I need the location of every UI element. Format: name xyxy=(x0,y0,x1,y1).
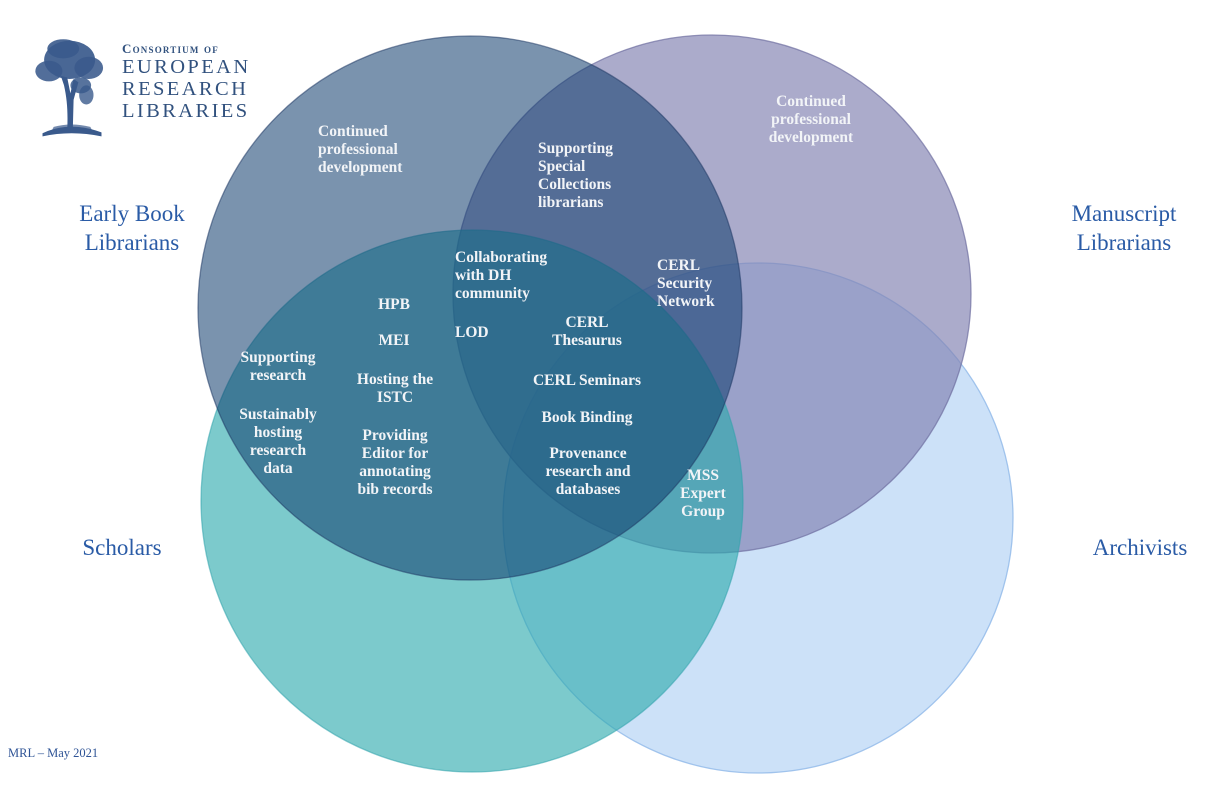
logo-research: Research xyxy=(122,78,249,100)
venn-label-lod: LOD xyxy=(455,324,489,341)
circle-early-book-librarians xyxy=(197,35,743,581)
set-label-scholars: Scholars xyxy=(82,535,162,560)
venn-label-provenance-research-and-databases: Provenance research and databases xyxy=(545,445,631,499)
set-label-early-book-librarians: Early Book Librarians xyxy=(79,201,185,255)
venn-label-cerl-seminars: CERL Seminars xyxy=(532,372,642,389)
venn-label-cerl-security-network: CERL Security Network xyxy=(657,257,715,311)
venn-label-cerl-thesaurus: CERL Thesaurus xyxy=(552,314,622,350)
venn-label-book-binding: Book Binding xyxy=(541,409,633,426)
venn-label-hpb: HPB xyxy=(378,296,410,313)
venn-label-tl-continued-professional-development: Continued professional development xyxy=(318,123,403,177)
logo-consortium-of: Consortium of xyxy=(122,41,219,56)
venn-label-mss-expert-group: MSS Expert Group xyxy=(680,467,726,521)
set-label-archivists: Archivists xyxy=(1092,535,1188,560)
cerl-logo: Consortium of European Research Librarie… xyxy=(28,36,258,140)
venn-label-providing-editor-annotating-bib-records: Providing Editor for annotating bib reco… xyxy=(357,427,433,499)
venn-label-mei: MEI xyxy=(378,332,410,349)
cerl-logo-text: Consortium of European Research Librarie… xyxy=(122,36,251,123)
logo-european: European xyxy=(122,56,251,78)
logo-libraries: Libraries xyxy=(122,100,250,122)
footer-note: MRL – May 2021 xyxy=(8,746,99,760)
venn-label-supporting-research: Supporting research xyxy=(240,349,316,385)
venn-label-hosting-the-istc: Hosting the ISTC xyxy=(356,371,434,407)
venn-label-sustainably-hosting-research-data: Sustainably hosting research data xyxy=(239,406,317,478)
venn-label-supporting-special-collections-librarians: Supporting Special Collections librarian… xyxy=(538,140,613,212)
venn-label-collaborating-with-dh-community: Collaborating with DH community xyxy=(455,249,548,303)
set-label-manuscript-librarians: Manuscript Librarians xyxy=(1071,201,1177,255)
tree-icon xyxy=(35,39,104,137)
venn-label-tr-continued-professional-development: Continued professional development xyxy=(768,93,854,147)
